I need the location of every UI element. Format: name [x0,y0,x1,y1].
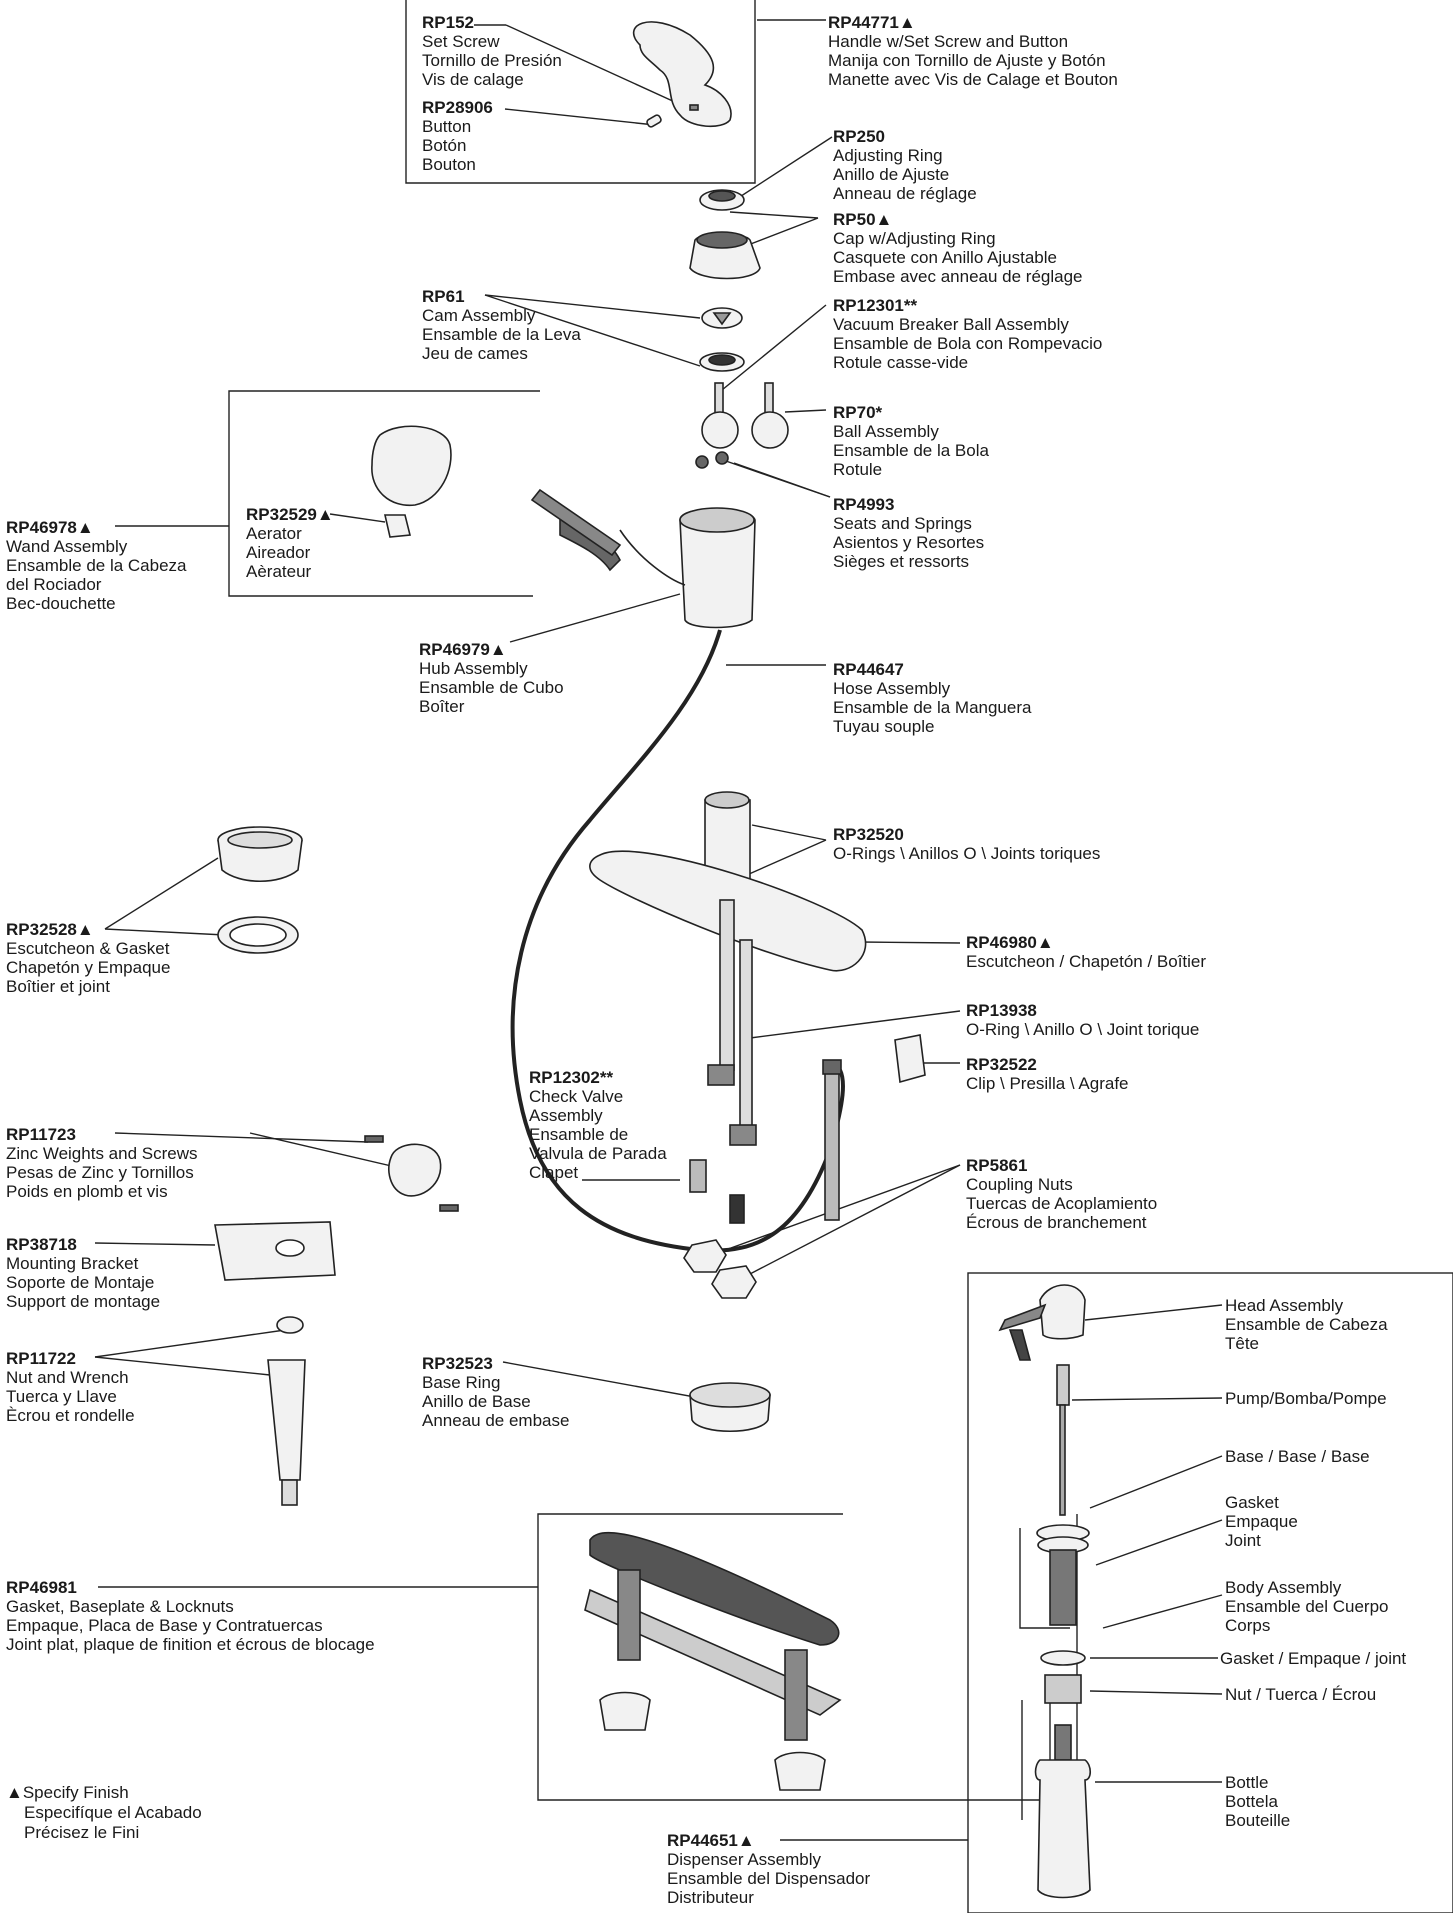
part-rp44647: RP44647 Hose Assembly Ensamble de la Man… [833,660,1032,736]
part-rp32528: RP32528▲ Escutcheon & Gasket Chapetón y … [6,920,171,996]
dispenser-gasket-label: Gasket Empaque Joint [1225,1493,1298,1550]
dispenser-frame [967,1272,1453,1913]
dispenser-pump-label: Pump/Bomba/Pompe [1225,1389,1387,1408]
part-rp250: RP250 Adjusting Ring Anillo de Ajuste An… [833,127,977,203]
part-rp11723: RP11723 Zinc Weights and Screws Pesas de… [6,1125,198,1201]
dispenser-head-label: Head Assembly Ensamble de Cabeza Tête [1225,1296,1388,1353]
part-rp11722: RP11722 Nut and Wrench Tuerca y Llave Èc… [6,1349,135,1425]
part-rp32529: RP32529▲ Aerator Aireador Aèrateur [246,505,334,581]
part-rp38718: RP38718 Mounting Bracket Soporte de Mont… [6,1235,161,1311]
part-rp46978: RP46978▲ Wand Assembly Ensamble de la Ca… [6,518,187,613]
part-rp5861: RP5861 Coupling Nuts Tuercas de Acoplami… [966,1156,1158,1232]
part-rp32522: RP32522 Clip \ Presilla \ Agrafe [966,1055,1129,1093]
handle-lever [633,21,732,128]
part-rp46981: RP46981 Gasket, Baseplate & Locknuts Emp… [6,1578,375,1654]
part-rp61: RP61 Cam Assembly Ensamble de la Leva Je… [422,287,581,363]
part-rp12302: RP12302** Check Valve Assembly Ensamble … [529,1068,667,1182]
handle-frame [405,0,756,184]
dispenser-nut-label: Nut / Tuerca / Écrou [1225,1685,1377,1704]
dispenser-body-label: Body Assembly Ensamble del Cuerpo Corps [1225,1578,1389,1635]
part-rp32523: RP32523 Base Ring Anillo de Base Anneau … [422,1354,570,1430]
part-rp44771: RP44771▲ Handle w/Set Screw and Button M… [828,13,1118,89]
baseplate-frame [537,1513,1078,1801]
part-rp12301: RP12301** Vacuum Breaker Ball Assembly E… [833,296,1103,372]
wand-frame [228,390,540,597]
part-rp50: RP50▲ Cap w/Adjusting Ring Casquete con … [833,210,1083,286]
part-rp44651: RP44651▲ Dispenser Assembly Ensamble del… [667,1831,871,1907]
part-rp46979: RP46979▲ Hub Assembly Ensamble de Cubo B… [419,640,564,716]
part-rp46980: RP46980▲ Escutcheon / Chapetón / Boîtier [966,933,1207,971]
dispenser-base-label: Base / Base / Base [1225,1447,1370,1466]
dispenser-gasket2-label: Gasket / Empaque / joint [1220,1649,1407,1668]
part-rp152: RP152 Set Screw Tornillo de Presión Vis … [422,13,562,89]
part-rp32520: RP32520 O-Rings \ Anillos O \ Joints tor… [833,825,1101,863]
part-rp28906: RP28906 Button Botón Bouton [422,98,493,174]
dispenser-bottle-label: Bottle Bottela Bouteille [1225,1773,1291,1830]
part-rp13938: RP13938 O-Ring \ Anillo O \ Joint toriqu… [966,1001,1200,1039]
part-rp70: RP70* Ball Assembly Ensamble de la Bola … [833,403,989,479]
part-rp4993: RP4993 Seats and Springs Asientos y Reso… [833,495,985,571]
footnote: ▲Specify Finish Especifíque el Acabado P… [6,1783,202,1842]
